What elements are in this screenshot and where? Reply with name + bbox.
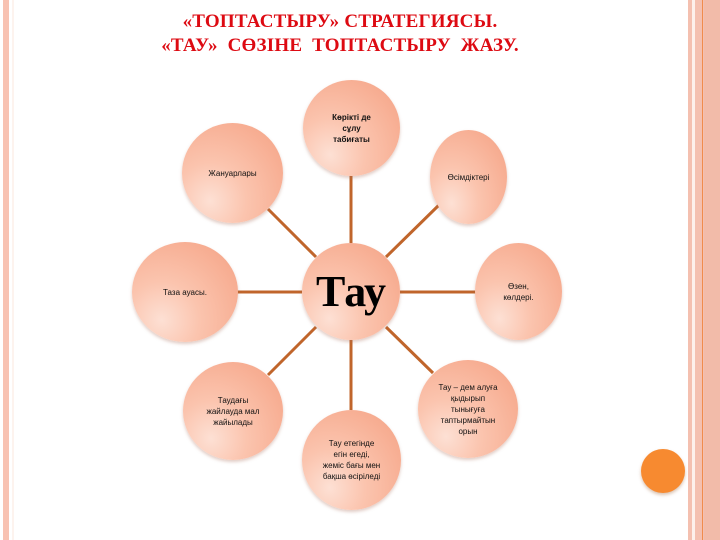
node-right-label: Өзен, көлдері. bbox=[503, 281, 534, 302]
node-top-right: Өсімдіктері bbox=[430, 130, 507, 224]
connector-bottom-left bbox=[266, 325, 318, 377]
node-top-right-label: Өсімдіктері bbox=[447, 172, 490, 182]
slide-title: «ТОПТАСТЫРУ» СТРАТЕГИЯСЫ. «ТАУ» СӨЗІНЕ Т… bbox=[100, 10, 580, 58]
node-bottom-right-label: Тау – дем алуға қыдырып тынығуға таптырм… bbox=[438, 382, 498, 436]
right-border-tint bbox=[704, 0, 720, 540]
node-left-label: Таза ауасы. bbox=[163, 287, 207, 297]
node-top-label: Көрікті де сұлу табиғаты bbox=[332, 112, 371, 144]
title-line-1: «ТОПТАСТЫРУ» СТРАТЕГИЯСЫ. bbox=[182, 11, 498, 32]
decorative-orange-circle-icon bbox=[641, 449, 685, 493]
node-bottom-left-label: Таудағы жайлауда мал жайылады bbox=[206, 395, 260, 427]
node-bottom-right: Тау – дем алуға қыдырып тынығуға таптырм… bbox=[418, 360, 518, 458]
center-node-label: Тау bbox=[315, 266, 387, 316]
connector-top-right bbox=[384, 203, 441, 259]
right-border-orange-line bbox=[702, 0, 703, 540]
node-right: Өзен, көлдері. bbox=[475, 243, 562, 340]
connector-bottom-right bbox=[384, 325, 435, 375]
left-border-stripe bbox=[3, 0, 9, 540]
node-left: Таза ауасы. bbox=[132, 242, 238, 342]
node-top-left-label: Жануарлары bbox=[208, 168, 257, 178]
connector-top-left bbox=[266, 207, 318, 259]
node-top-left: Жануарлары bbox=[182, 123, 283, 223]
title-line-2: «ТАУ» СӨЗІНЕ ТОПТАСТЫРУ ЖАЗУ. bbox=[161, 35, 519, 56]
node-bottom-left: Таудағы жайлауда мал жайылады bbox=[183, 362, 283, 460]
node-bottom: Тау етегінде егін егеді, жеміс бағы мен … bbox=[302, 410, 401, 510]
left-border-thin bbox=[12, 0, 14, 540]
node-top: Көрікті де сұлу табиғаты bbox=[303, 80, 400, 176]
center-node: Тау bbox=[302, 243, 400, 340]
right-border-white-line bbox=[692, 0, 695, 540]
node-bottom-label: Тау етегінде егін егеді, жеміс бағы мен … bbox=[322, 439, 381, 481]
